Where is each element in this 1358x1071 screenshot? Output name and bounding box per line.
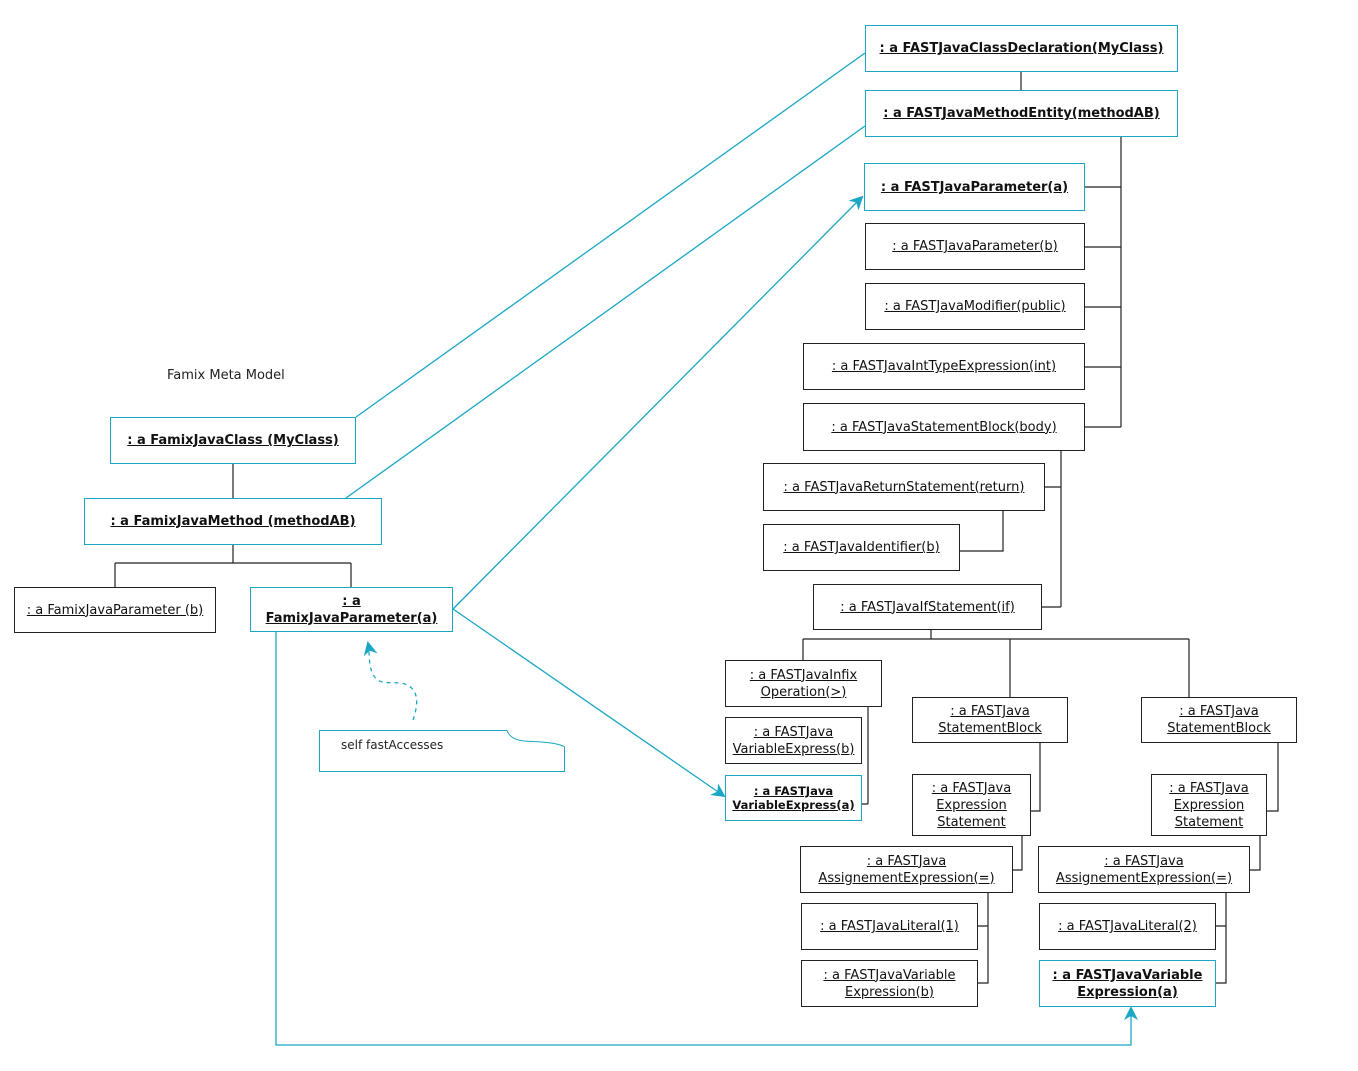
famix-param-a-label: : a FamixJavaParameter(a) xyxy=(265,593,438,626)
famix-param-b-label: : a FamixJavaParameter (b) xyxy=(26,602,204,618)
fast-infix-op-box[interactable]: : a FASTJavaInfix Operation(>) xyxy=(725,660,882,707)
famix-param-a-box[interactable]: : a FamixJavaParameter(a) xyxy=(250,587,453,632)
fast-assign-1-label: : a FASTJava AssignementExpression(=) xyxy=(818,853,995,886)
famix-title: Famix Meta Model xyxy=(167,368,285,383)
fast-return-stmt-box[interactable]: : a FASTJavaReturnStatement(return) xyxy=(763,463,1045,511)
fast-param-b-box[interactable]: : a FASTJavaParameter(b) xyxy=(865,223,1085,270)
fast-int-type-box[interactable]: : a FASTJavaIntTypeExpression(int) xyxy=(803,343,1085,390)
fast-if-stmt-label: : a FASTJavaIfStatement(if) xyxy=(840,599,1015,615)
fast-stmt-block-2-box[interactable]: : a FASTJava StatementBlock xyxy=(1141,697,1297,743)
fast-expr-stmt-2-box[interactable]: : a FASTJava Expression Statement xyxy=(1151,774,1267,836)
fast-if-stmt-box[interactable]: : a FASTJavaIfStatement(if) xyxy=(813,584,1042,630)
fast-block1-chain xyxy=(978,743,1041,984)
fast-var-expr-b2-box[interactable]: : a FASTJavaVariable Expression(b) xyxy=(801,960,978,1007)
fast-stmt-block-1-label: : a FASTJava StatementBlock xyxy=(938,704,1042,736)
fast-assign-2-label: : a FASTJava AssignementExpression(=) xyxy=(1055,853,1233,886)
map-param-to-varexpr xyxy=(452,608,726,798)
fast-expr-stmt-1-box[interactable]: : a FASTJava Expression Statement xyxy=(912,774,1031,836)
fast-var-expr-b-box[interactable]: : a FASTJava VariableExpress(b) xyxy=(725,717,862,764)
fast-int-type-label: : a FASTJavaIntTypeExpression(int) xyxy=(831,359,1057,374)
note-self-fastaccesses: self fastAccesses xyxy=(319,730,565,772)
fast-return-identifier-link xyxy=(960,511,1004,552)
fast-assign-1-box[interactable]: : a FASTJava AssignementExpression(=) xyxy=(800,846,1013,893)
famix-class-box[interactable]: : a FamixJavaClass (MyClass) xyxy=(110,417,356,464)
fast-literal-2-box[interactable]: : a FASTJavaLiteral(2) xyxy=(1039,903,1216,950)
famix-method-label: : a FamixJavaMethod (methodAB) xyxy=(110,514,356,529)
fast-literal-2-label: : a FASTJavaLiteral(2) xyxy=(1058,919,1197,934)
fast-statement-block-label: : a FASTJavaStatementBlock(body) xyxy=(831,419,1057,435)
fast-expr-stmt-2-label: : a FASTJava Expression Statement xyxy=(1169,780,1249,830)
fast-statement-block-box[interactable]: : a FASTJavaStatementBlock(body) xyxy=(803,403,1085,451)
fast-return-stmt-label: : a FASTJavaReturnStatement(return) xyxy=(783,479,1025,495)
fast-identifier-b-label: : a FASTJavaIdentifier(b) xyxy=(783,540,940,555)
famix-class-label: : a FamixJavaClass (MyClass) xyxy=(127,433,339,448)
fast-modifier-label: : a FASTJavaModifier(public) xyxy=(884,299,1066,314)
fast-param-a-label: : a FASTJavaParameter(a) xyxy=(880,179,1069,195)
fast-var-expr-b2-label: : a FASTJavaVariable Expression(b) xyxy=(823,967,956,1000)
fast-stmt-block-1-box[interactable]: : a FASTJava StatementBlock xyxy=(912,697,1068,743)
fast-class-decl-box[interactable]: : a FASTJavaClassDeclaration(MyClass) xyxy=(865,25,1178,72)
famix-method-params-link xyxy=(114,545,352,587)
famix-param-b-box[interactable]: : a FamixJavaParameter (b) xyxy=(14,587,216,633)
fast-if-children-link xyxy=(802,630,1190,697)
fast-method-bus xyxy=(1085,137,1122,428)
fast-infix-bus xyxy=(862,707,869,805)
fast-infix-op-label: : a FASTJavaInfix Operation(>) xyxy=(749,667,858,700)
fast-var-expr-a2-box[interactable]: : a FASTJavaVariable Expression(a) xyxy=(1039,960,1216,1007)
famix-method-box[interactable]: : a FamixJavaMethod (methodAB) xyxy=(84,498,382,545)
fast-literal-1-box[interactable]: : a FASTJavaLiteral(1) xyxy=(801,903,978,950)
fast-stmt-block-2-label: : a FASTJava StatementBlock xyxy=(1167,704,1271,736)
fast-assign-2-box[interactable]: : a FASTJava AssignementExpression(=) xyxy=(1038,846,1250,893)
fast-var-expr-a2-label: : a FASTJavaVariable Expression(a) xyxy=(1052,967,1203,1000)
fast-literal-1-label: : a FASTJavaLiteral(1) xyxy=(820,919,959,934)
fast-method-entity-label: : a FASTJavaMethodEntity(methodAB) xyxy=(883,106,1160,121)
fast-class-decl-label: : a FASTJavaClassDeclaration(MyClass) xyxy=(879,41,1164,56)
fast-expr-stmt-1-label: : a FASTJava Expression Statement xyxy=(931,780,1012,830)
map-method-to-methodentity xyxy=(345,125,866,499)
note-dashed-link xyxy=(363,641,418,721)
fast-identifier-b-box[interactable]: : a FASTJavaIdentifier(b) xyxy=(763,524,960,571)
map-param-to-varexpr2 xyxy=(275,632,1138,1046)
fast-var-expr-a-label: : a FASTJava VariableExpress(a) xyxy=(732,784,855,812)
fast-var-expr-b-label: : a FASTJava VariableExpress(b) xyxy=(732,724,855,757)
note-shape xyxy=(319,730,565,772)
fast-param-b-label: : a FASTJavaParameter(b) xyxy=(892,239,1058,254)
fast-method-entity-box[interactable]: : a FASTJavaMethodEntity(methodAB) xyxy=(865,90,1178,137)
map-class-to-classdecl xyxy=(355,52,866,418)
fast-modifier-box[interactable]: : a FASTJavaModifier(public) xyxy=(865,283,1085,330)
fast-block2-chain xyxy=(1216,743,1279,984)
fast-param-a-box[interactable]: : a FASTJavaParameter(a) xyxy=(864,163,1085,211)
note-text: self fastAccesses xyxy=(341,738,444,752)
fast-var-expr-a-box[interactable]: : a FASTJava VariableExpress(a) xyxy=(725,775,862,821)
fast-block-bus xyxy=(1042,451,1062,608)
map-param-to-fastparam xyxy=(452,195,864,610)
